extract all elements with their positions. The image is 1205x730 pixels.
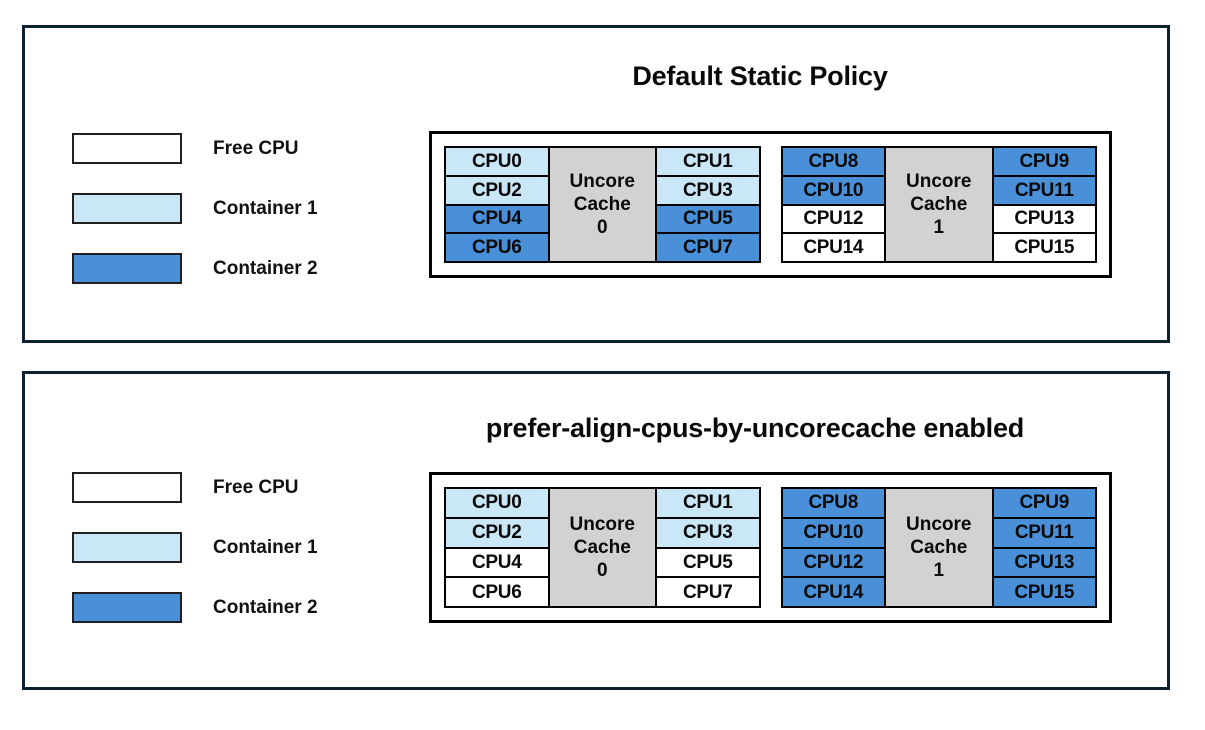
cpu-column-left-0: CPU0 CPU2 CPU4 CPU6 — [444, 487, 550, 608]
legend-swatch-container-2 — [72, 253, 182, 284]
cpu-cell[interactable]: CPU11 — [991, 174, 1097, 206]
cpu-cell[interactable]: CPU5 — [655, 546, 761, 579]
cpu-column-right-1: CPU9 CPU11 CPU13 CPU15 — [991, 146, 1097, 263]
cpu-cell[interactable]: CPU6 — [444, 232, 550, 263]
cache-group-0: CPU0 CPU2 CPU4 CPU6 Uncore Cache 0 CPU1 … — [444, 487, 761, 608]
cpu-cell[interactable]: CPU14 — [780, 232, 886, 263]
legend-swatch-free-cpu — [72, 472, 182, 503]
cpu-cell[interactable]: CPU12 — [780, 203, 886, 235]
legend-label-container-1: Container 1 — [213, 537, 318, 558]
uncore-cache-box-0: Uncore Cache 0 — [547, 146, 657, 263]
cpu-cell[interactable]: CPU0 — [444, 487, 550, 519]
cache-group-1: CPU8 CPU10 CPU12 CPU14 Uncore Cache 1 CP… — [780, 146, 1097, 263]
cpu-cell[interactable]: CPU12 — [780, 546, 886, 579]
uncore-cache-line-2: Cache — [910, 193, 968, 215]
uncore-cache-line-1: Uncore — [569, 513, 635, 535]
legend-swatch-container-1 — [72, 193, 182, 224]
legend-swatch-free-cpu — [72, 133, 182, 164]
cpu-cell[interactable]: CPU11 — [991, 516, 1097, 549]
cpu-cell[interactable]: CPU2 — [444, 174, 550, 206]
cache-group-1: CPU8 CPU10 CPU12 CPU14 Uncore Cache 1 CP… — [780, 487, 1097, 608]
uncore-cache-line-1: Uncore — [906, 170, 972, 192]
uncore-cache-line-2: Cache — [573, 536, 631, 558]
uncore-cache-box-1: Uncore Cache 1 — [884, 487, 994, 608]
uncore-cache-index: 0 — [596, 217, 608, 239]
uncore-cache-index: 0 — [596, 560, 608, 582]
cpu-column-left-0: CPU0 CPU2 CPU4 CPU6 — [444, 146, 550, 263]
cpu-cell[interactable]: CPU15 — [991, 576, 1097, 608]
cpu-cell[interactable]: CPU8 — [780, 487, 886, 519]
uncore-cache-line-2: Cache — [910, 536, 968, 558]
cpu-cell[interactable]: CPU0 — [444, 146, 550, 177]
page-title-bottom: prefer-align-cpus-by-uncorecache enabled — [485, 413, 1025, 443]
legend-label-container-1: Container 1 — [213, 198, 318, 219]
page-title-top: Default Static Policy — [632, 61, 888, 91]
uncore-cache-line-1: Uncore — [906, 513, 972, 535]
cpu-cell[interactable]: CPU9 — [991, 487, 1097, 519]
legend-label-container-2: Container 2 — [213, 258, 318, 279]
cpu-cell[interactable]: CPU10 — [780, 174, 886, 206]
cpu-column-right-0: CPU1 CPU3 CPU5 CPU7 — [655, 487, 761, 608]
cpu-cell[interactable]: CPU10 — [780, 516, 886, 549]
legend-label-container-2: Container 2 — [213, 597, 318, 618]
cpu-cell[interactable]: CPU3 — [655, 174, 761, 206]
cpu-cell[interactable]: CPU14 — [780, 576, 886, 608]
cpu-cell[interactable]: CPU8 — [780, 146, 886, 177]
cpu-column-right-0: CPU1 CPU3 CPU5 CPU7 — [655, 146, 761, 263]
cpu-cell[interactable]: CPU1 — [655, 146, 761, 177]
legend-swatch-container-1 — [72, 532, 182, 563]
cpu-cell[interactable]: CPU6 — [444, 576, 550, 608]
uncore-cache-line-1: Uncore — [569, 170, 635, 192]
cpu-cell[interactable]: CPU7 — [655, 576, 761, 608]
cpu-cell[interactable]: CPU7 — [655, 232, 761, 263]
cpu-column-left-1: CPU8 CPU10 CPU12 CPU14 — [780, 146, 886, 263]
legend-label-free-cpu: Free CPU — [213, 138, 299, 159]
cpu-cell[interactable]: CPU15 — [991, 232, 1097, 263]
cache-group-0: CPU0 CPU2 CPU4 CPU6 Uncore Cache 0 CPU1 … — [444, 146, 761, 263]
legend-swatch-container-2 — [72, 592, 182, 623]
uncore-cache-line-2: Cache — [573, 193, 631, 215]
cpu-cell[interactable]: CPU9 — [991, 146, 1097, 177]
uncore-cache-box-1: Uncore Cache 1 — [884, 146, 994, 263]
uncore-cache-index: 1 — [933, 217, 945, 239]
legend-label-free-cpu: Free CPU — [213, 477, 299, 498]
cpu-cell[interactable]: CPU13 — [991, 203, 1097, 235]
uncore-cache-index: 1 — [933, 560, 945, 582]
uncore-cache-box-0: Uncore Cache 0 — [547, 487, 657, 608]
cpu-cell[interactable]: CPU5 — [655, 203, 761, 235]
cpu-cell[interactable]: CPU13 — [991, 546, 1097, 579]
cpu-cell[interactable]: CPU4 — [444, 546, 550, 579]
cpu-cell[interactable]: CPU1 — [655, 487, 761, 519]
cpu-cell[interactable]: CPU4 — [444, 203, 550, 235]
cpu-cell[interactable]: CPU3 — [655, 516, 761, 549]
cpu-topology-grid-bottom: CPU0 CPU2 CPU4 CPU6 Uncore Cache 0 CPU1 … — [429, 472, 1112, 623]
cpu-cell[interactable]: CPU2 — [444, 516, 550, 549]
cpu-topology-grid-top: CPU0 CPU2 CPU4 CPU6 Uncore Cache 0 CPU1 … — [429, 131, 1112, 278]
cpu-column-right-1: CPU9 CPU11 CPU13 CPU15 — [991, 487, 1097, 608]
cpu-column-left-1: CPU8 CPU10 CPU12 CPU14 — [780, 487, 886, 608]
